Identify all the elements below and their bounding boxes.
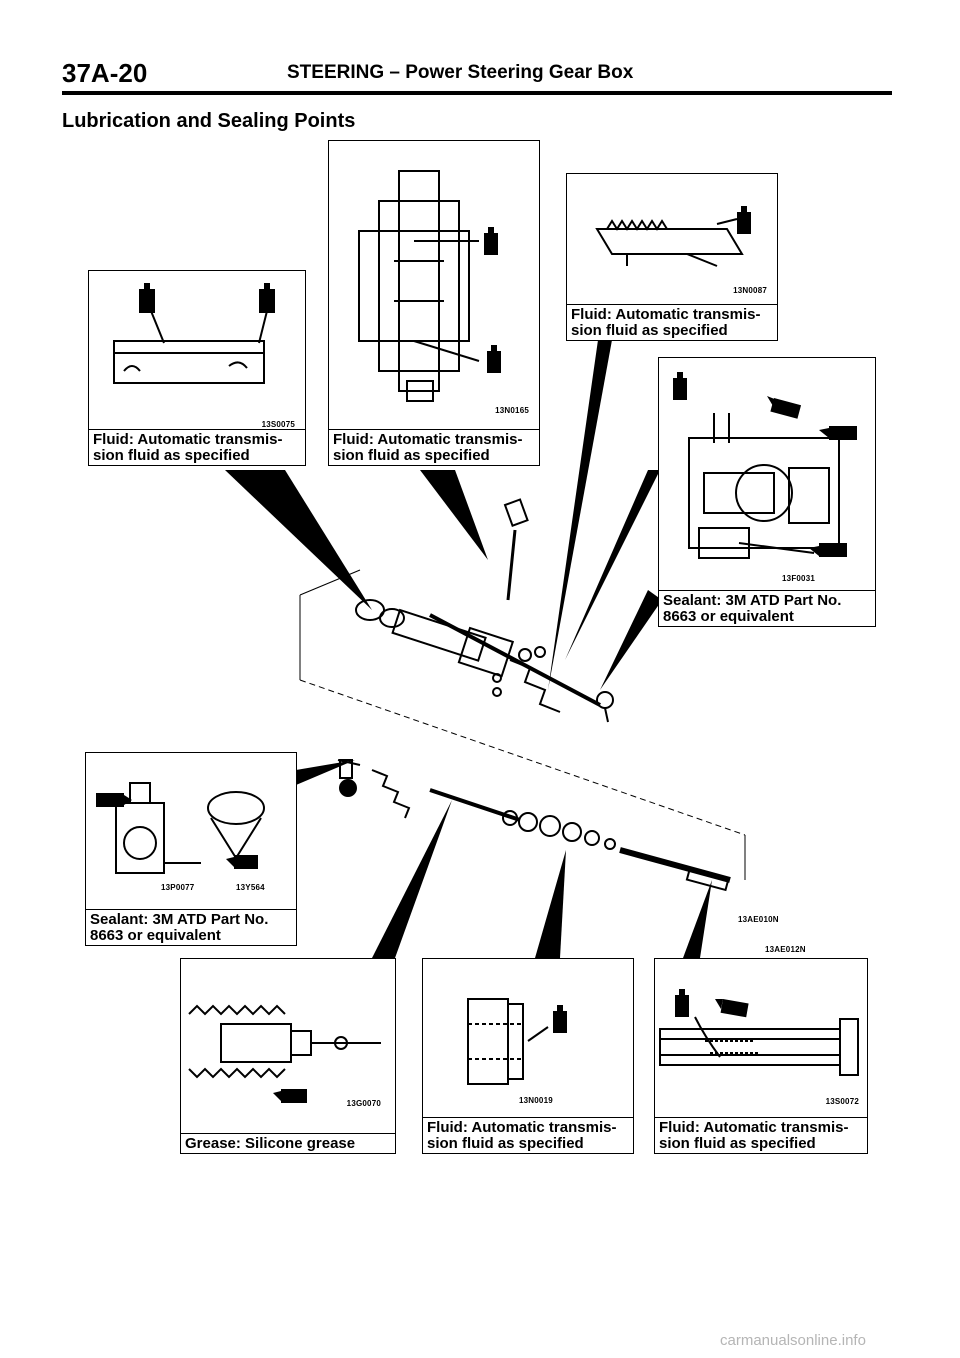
leader-wedge [535, 850, 566, 958]
illustration-code: 13AE012N [765, 945, 806, 954]
callout-code: 13N0087 [733, 286, 767, 295]
callout-caption: Fluid: Automatic transmis- sion fluid as… [655, 1117, 867, 1153]
page-number: 37A-20 [62, 58, 148, 88]
leader-wedge [225, 470, 372, 610]
callout-box-valve-body: 13N0165 Fluid: Automatic transmis- sion … [328, 140, 540, 466]
leader-wedge [683, 880, 712, 958]
oil-seal-illustration [467, 998, 567, 1085]
leader-wedge [420, 470, 488, 560]
callout-code: 13P0077 [161, 883, 195, 892]
oil-can-icon [487, 345, 501, 373]
callout-code: 13S0072 [825, 1097, 859, 1106]
pinion-housing-illustration [673, 372, 857, 559]
gear-housing-assembly [355, 498, 614, 723]
callout-caption: Fluid: Automatic transmis- sion fluid as… [423, 1117, 633, 1153]
sealant-tube-icon [809, 543, 847, 557]
oil-can-icon [737, 206, 751, 234]
sealant-tube-icon [767, 396, 802, 419]
callout-code: 13G0070 [346, 1099, 381, 1108]
callout-caption: Sealant: 3M ATD Part No. 8663 or equival… [659, 590, 875, 626]
page-header-title: STEERING – Power Steering Gear Box [287, 62, 634, 83]
callout-box-seal-housing: 13S0075 Fluid: Automatic transmis- sion … [88, 270, 306, 466]
watermark: carmanualsonline.info [720, 1332, 866, 1349]
callout-box-rack-seal: 13N0087 Fluid: Automatic transmis- sion … [566, 173, 778, 341]
sealant-tube-icon [819, 426, 857, 440]
leader-wedge [600, 590, 662, 690]
tie-rod-end-illustration [96, 782, 265, 874]
callout-caption: Sealant: 3M ATD Part No. 8663 or equival… [86, 909, 296, 945]
section-title: Lubrication and Sealing Points [62, 110, 356, 132]
valve-body-illustration [358, 170, 501, 402]
rack-seal-illustration [595, 206, 751, 267]
leader-wedge [548, 340, 612, 690]
leader-wedge [372, 800, 452, 958]
callout-box-pinion-housing: 13F0031 Sealant: 3M ATD Part No. 8663 or… [658, 357, 876, 627]
rack-bushing-illustration [659, 989, 859, 1076]
oil-can-icon [139, 283, 155, 313]
header-rule [62, 91, 892, 95]
callout-box-oil-seal: 13N0019 Fluid: Automatic transmis- sion … [422, 958, 634, 1154]
callout-caption: Fluid: Automatic transmis- sion fluid as… [567, 304, 777, 340]
bellows-illustration [188, 1004, 381, 1103]
illustration-code: 13AE010N [738, 915, 779, 924]
callout-caption: Fluid: Automatic transmis- sion fluid as… [329, 429, 539, 465]
callout-box-rack-bushing: 13S0072 Fluid: Automatic transmis- sion … [654, 958, 868, 1154]
oil-can-icon [553, 1005, 567, 1033]
sealant-tube-icon [226, 855, 258, 869]
callout-caption: Grease: Silicone grease [181, 1133, 395, 1153]
callout-code: 13N0165 [495, 406, 529, 415]
oil-can-icon [484, 227, 498, 255]
callout-code: 13S0075 [261, 420, 295, 429]
callout-box-bellows: 13G0070 Grease: Silicone grease [180, 958, 396, 1154]
grease-tube-icon [715, 999, 749, 1018]
callout-box-tie-rod-end: 13P0077 13Y564 Sealant: 3M ATD Part No. … [85, 752, 297, 946]
oil-can-icon [259, 283, 275, 313]
sealant-tube-icon [96, 793, 132, 807]
callout-code: 13F0031 [782, 574, 815, 583]
callout-caption: Fluid: Automatic transmis- sion fluid as… [89, 429, 305, 465]
guide-line [299, 679, 746, 836]
leader-wedge [565, 470, 660, 660]
callout-code: 13N0019 [519, 1096, 553, 1105]
grease-tube-icon [273, 1089, 307, 1103]
callout-code: 13Y564 [236, 883, 265, 892]
oil-can-icon [675, 989, 689, 1017]
seal-housing-illustration [113, 283, 275, 384]
rack-exploded-assembly [337, 759, 731, 892]
oil-can-icon [673, 372, 687, 400]
